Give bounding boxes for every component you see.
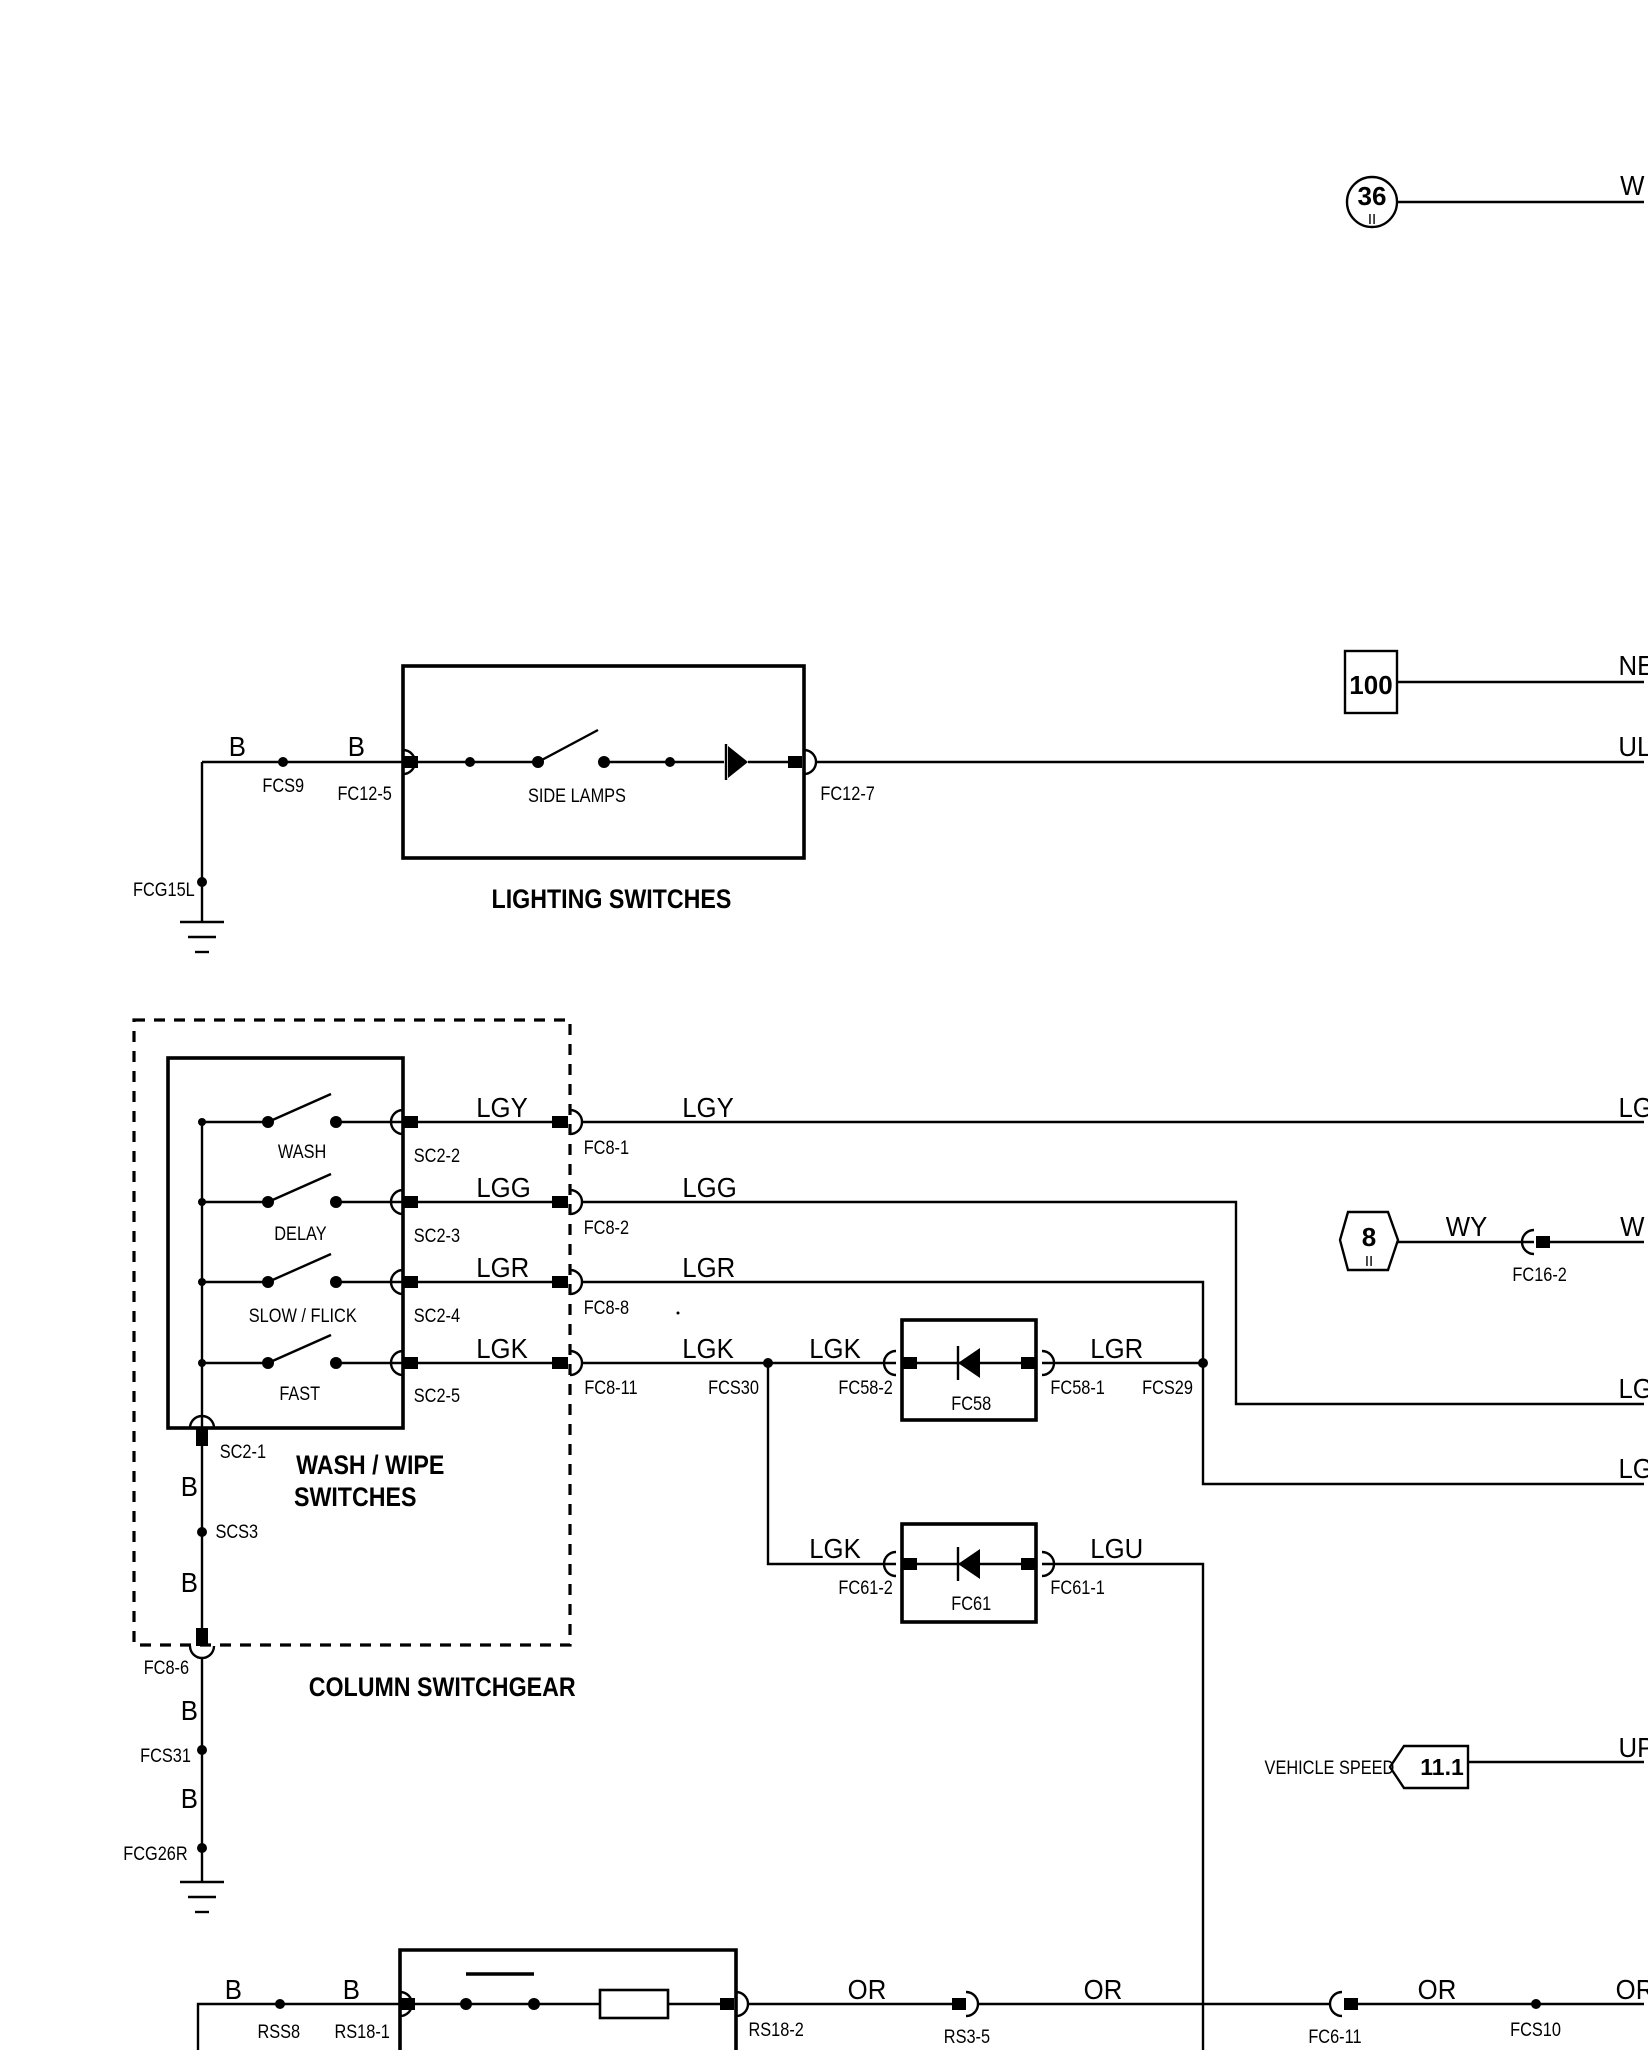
wire-label: LGU — [1090, 1533, 1143, 1564]
connector-label: RS3-5 — [944, 2026, 990, 2047]
connector-label: SC2-3 — [414, 1225, 460, 1246]
connector-label: FC6-11 — [1308, 2026, 1361, 2047]
connector-label: FC61-2 — [838, 1577, 892, 1598]
ref-11-label: 11.1 — [1420, 1754, 1464, 1780]
wire-label: OR — [848, 1974, 887, 2005]
wire-label: NE — [1619, 650, 1648, 681]
connector-label: RSS8 — [257, 2021, 300, 2042]
ref-8-label: 8 — [1362, 1222, 1376, 1252]
connector-label: FC8-8 — [584, 1297, 629, 1318]
ref-36: 36 II W — [1345, 170, 1645, 229]
connector-label: FC8-1 — [584, 1137, 629, 1158]
wire-label: B — [348, 731, 365, 762]
column-switchgear: COLUMN SWITCHGEAR — [132, 1018, 576, 1702]
internal-wires: LGY LGG LGR LGK FC8-1 FC8-2 FC8-8 FC8-11 — [418, 1092, 638, 1398]
connector-label: FC12-5 — [337, 783, 392, 804]
switch-label: DELAY — [274, 1223, 326, 1244]
connector-label: SC2-4 — [414, 1305, 460, 1326]
wire-label: B — [181, 1695, 198, 1726]
switch-row-delay: DELAY — [198, 1172, 403, 1244]
wire-label: OR — [1084, 1974, 1123, 2005]
connector-label: SC2-1 — [220, 1441, 266, 1462]
wire-label: W — [1620, 1211, 1645, 1242]
wire-label: OR — [1616, 1974, 1648, 2005]
svg-text:II: II — [1368, 211, 1376, 228]
ref-36-label: 36 — [1358, 181, 1387, 211]
connector-label: FCS30 — [708, 1377, 759, 1398]
column-switchgear-title: COLUMN SWITCHGEAR — [309, 1672, 576, 1702]
svg-text:II: II — [1365, 1253, 1373, 1270]
wire-label: UP — [1619, 1732, 1648, 1763]
wire-label: LGK — [809, 1533, 861, 1564]
wire-label: LG — [1618, 1453, 1648, 1484]
connector-label: FC8-11 — [584, 1377, 637, 1398]
connector-label: SC2-5 — [414, 1385, 460, 1406]
connector-label: SC2-2 — [414, 1145, 460, 1166]
wire-label: LGR — [682, 1252, 735, 1283]
wire-label: LGK — [809, 1333, 861, 1364]
connector-label: RS18-2 — [749, 2019, 804, 2040]
switch-row-fast: FAST — [198, 1333, 403, 1404]
connector-label: FCG26R — [123, 1843, 187, 1864]
wire-label: B — [181, 1783, 198, 1814]
wire-label: B — [343, 1974, 360, 2005]
wash-wipe-switches: WASH DELAY SLOW / FLICK FA — [166, 1056, 460, 1512]
connector-label: FCS9 — [262, 775, 304, 796]
wash-wipe-title-2: SWITCHES — [294, 1482, 417, 1512]
connector-label: FC61-1 — [1050, 1577, 1104, 1598]
switch-row-slow: SLOW / FLICK — [198, 1252, 403, 1326]
wire-label: LGY — [682, 1092, 734, 1123]
wire-label: LGR — [476, 1252, 529, 1283]
connector-label: FC12-7 — [820, 783, 874, 804]
wire-label: LGY — [476, 1092, 528, 1123]
wire-label: WY — [1446, 1211, 1488, 1242]
ref-100-label: 100 — [1349, 670, 1392, 700]
wire-label: B — [225, 1974, 242, 2005]
connector-label: RS18-1 — [335, 2021, 390, 2042]
wire-label: LGR — [1090, 1333, 1143, 1364]
wire-label: B — [181, 1471, 198, 1502]
wire-label: LG — [1618, 1092, 1648, 1123]
wash-wipe-title-1: WASH / WIPE — [296, 1450, 444, 1480]
connector-label: FC16-2 — [1512, 1264, 1566, 1285]
switch-label: WASH — [278, 1141, 326, 1162]
wire-label: LGK — [682, 1333, 734, 1364]
lighting-switches: FCG15L B B FCS9 FC12-5 SIDE LAMPS FC12-7… — [133, 664, 1648, 954]
wire-label: LGG — [476, 1172, 530, 1203]
wire-label: B — [181, 1567, 198, 1598]
ground-column: B SCS3 B FC8-6 B FCS31 B FCG26R — [123, 1446, 258, 1914]
connector-label: FCS10 — [1510, 2019, 1561, 2040]
switch-label: FAST — [279, 1383, 320, 1404]
ref-vehicle-speed: VEHICLE SPEED 11.1 UP — [1265, 1732, 1648, 1790]
external-wires: LGY LG LGG LG LGR LG LGK FCS30 LGK FC58 … — [582, 1092, 1648, 2050]
switch-label: SIDE LAMPS — [528, 785, 626, 806]
wire-label: LG — [1618, 1373, 1648, 1404]
bottom-circuit: B B RSS8 RS18-1 RS18-2 RS3-5 OR OR FC6-1… — [196, 1948, 1648, 2050]
ref-8: 8 II WY W FC16-2 — [1338, 1210, 1645, 1285]
lighting-switches-title: LIGHTING SWITCHES — [492, 884, 732, 914]
module-label: FC61 — [951, 1593, 991, 1614]
wire-label: LGK — [476, 1333, 528, 1364]
wire-label: W — [1620, 170, 1645, 201]
wire-label: OR — [1418, 1974, 1457, 2005]
connector-label: FC58-2 — [838, 1377, 892, 1398]
vehicle-speed-label: VEHICLE SPEED — [1265, 1757, 1395, 1778]
connector-label: FC8-6 — [144, 1657, 189, 1678]
connector-label: FCS31 — [140, 1745, 191, 1766]
module-label: FC58 — [951, 1393, 991, 1414]
ref-100: 100 NE — [1343, 649, 1648, 715]
connector-label: FCG15L — [133, 879, 195, 900]
connector-label: FC8-2 — [584, 1217, 629, 1238]
wire-label: LGG — [682, 1172, 736, 1203]
wire-label: UL — [1618, 731, 1648, 762]
switch-label: SLOW / FLICK — [249, 1305, 357, 1326]
switch-row-wash: WASH — [198, 1092, 403, 1162]
wire-label: B — [229, 731, 246, 762]
connector-label: FCS29 — [1142, 1377, 1193, 1398]
connector-label: FC58-1 — [1050, 1377, 1104, 1398]
connector-label: SCS3 — [215, 1521, 258, 1542]
